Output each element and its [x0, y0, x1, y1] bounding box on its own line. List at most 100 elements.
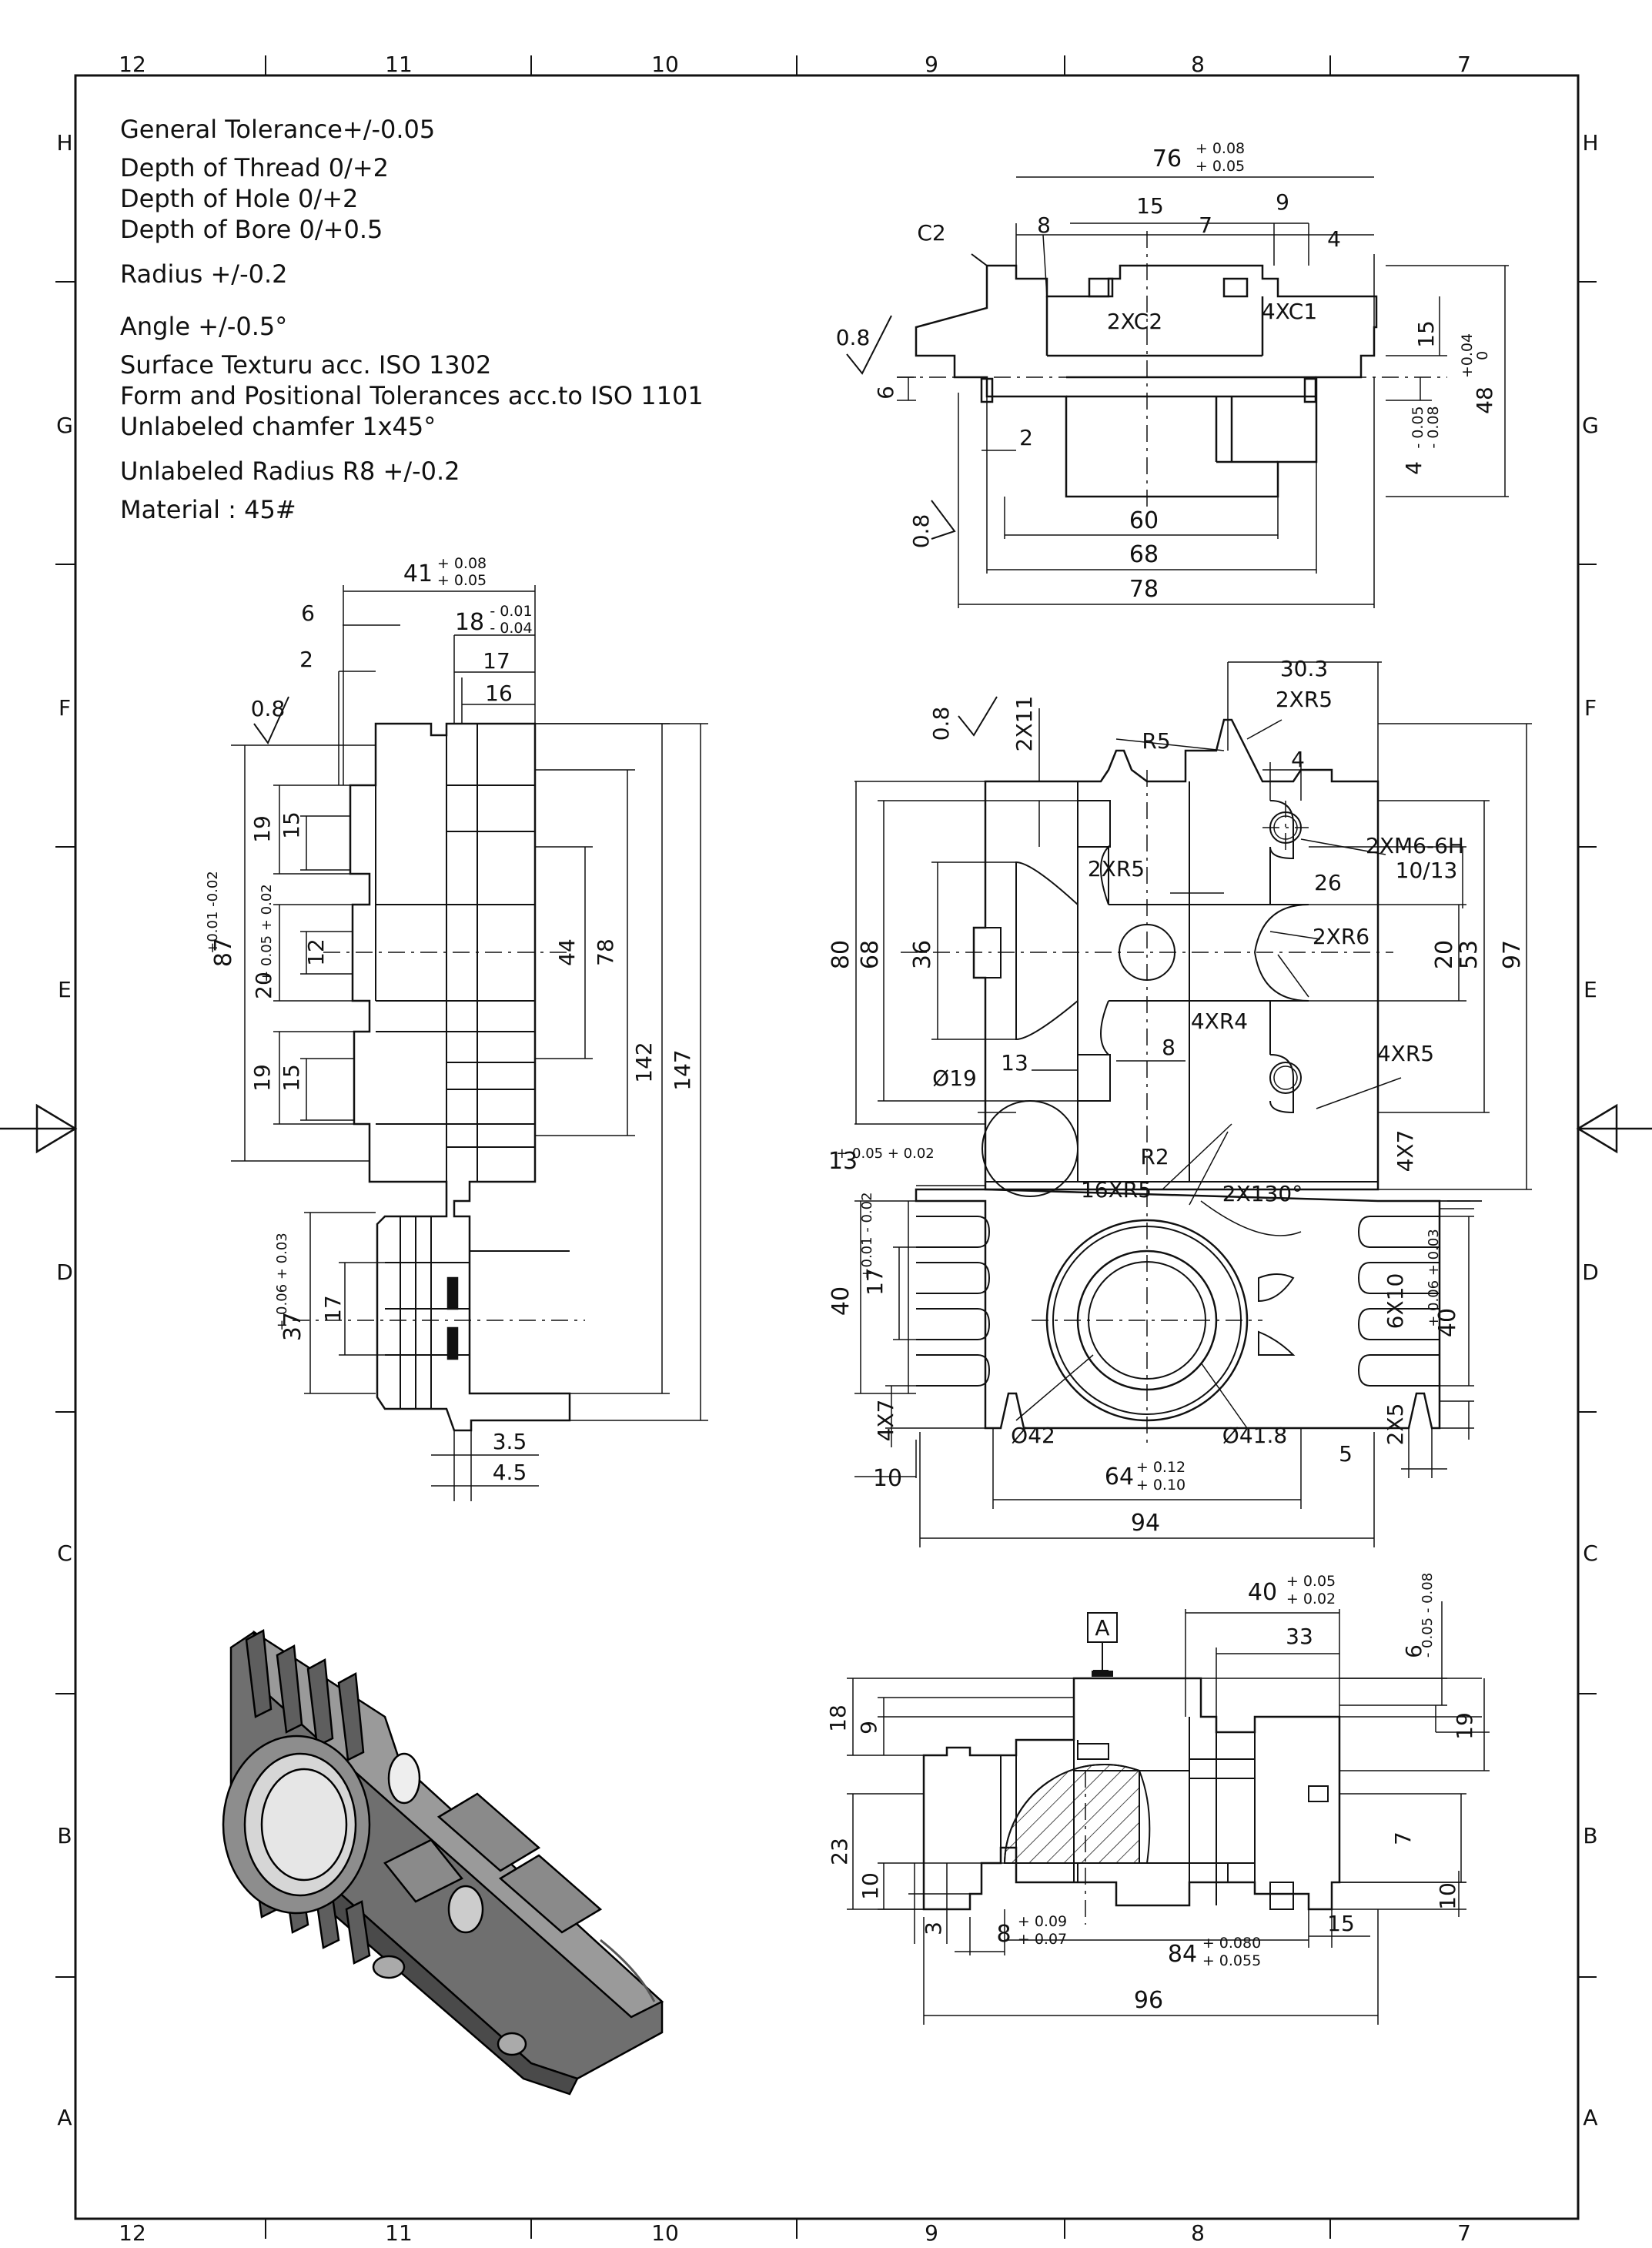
row-label: A — [1583, 2105, 1597, 2130]
tol: + 0.05 — [1196, 158, 1245, 175]
tol: - 0.01 — [490, 603, 532, 620]
chamfer: 2XC2 — [1107, 309, 1162, 334]
dim: 9 — [856, 1721, 881, 1735]
dim: Ø19 — [932, 1065, 977, 1091]
row-label: G — [1582, 413, 1599, 438]
tol: + 0.08 — [437, 555, 487, 572]
dim: 9 — [1276, 189, 1289, 215]
col-label: 11 — [385, 52, 413, 77]
row-label: A — [57, 2105, 72, 2130]
dim: 15 — [1136, 193, 1164, 219]
dim: R5 — [1142, 728, 1170, 754]
dim: 44 — [554, 938, 580, 966]
tol: + 0.07 — [1018, 1931, 1067, 1948]
tol: + 0.05 — [437, 572, 487, 589]
dim: 15 — [279, 811, 304, 839]
tol: + 0.08 — [1196, 140, 1245, 157]
dim: 19 — [249, 1064, 275, 1092]
dim: 78 — [593, 938, 618, 966]
roughness: 0.8 — [251, 696, 286, 721]
dim: 15 — [1413, 320, 1439, 348]
row-label: H — [56, 130, 72, 156]
row-label: D — [56, 1259, 73, 1285]
dim: 80 — [828, 940, 854, 969]
dim: 8 — [1162, 1035, 1175, 1060]
dim: 40 — [828, 1286, 854, 1316]
row-label: C — [1583, 1540, 1598, 1566]
dim: 60 — [1129, 507, 1159, 534]
dim: 10 — [1435, 1882, 1460, 1910]
row-label: E — [1583, 977, 1597, 1002]
note-depth-bore: Depth of Bore 0/+0.5 — [120, 215, 383, 244]
dim: 17 — [320, 1295, 346, 1323]
dim: 142 — [631, 1042, 657, 1082]
dim: Ø42 — [1011, 1423, 1055, 1448]
dim: 48 — [1472, 386, 1497, 414]
dim: 17 — [483, 648, 510, 674]
dim: 68 — [857, 940, 884, 969]
dim: 7 — [1390, 1832, 1416, 1845]
dim: 84 — [1168, 1941, 1197, 1968]
dim: 4 — [1291, 747, 1305, 772]
col-label: 12 — [119, 2220, 146, 2246]
note-depth-thread: Depth of Thread 0/+2 — [120, 153, 390, 182]
dim: 20 — [251, 972, 276, 999]
chamfer: 4XC1 — [1262, 299, 1317, 324]
dim: 6X10 — [1383, 1273, 1408, 1330]
tol: +0.04 — [1459, 333, 1476, 378]
dim: 8 — [1037, 212, 1051, 238]
dim: 41 — [403, 560, 433, 587]
dim: 8 — [996, 1921, 1011, 1948]
note-depth-hole: Depth of Hole 0/+2 — [120, 184, 359, 213]
side-view: 41 + 0.08 + 0.05 6 18 - 0.01 - 0.04 2 17… — [205, 555, 708, 1501]
tol: - 0.05 - 0.08 — [1420, 1573, 1436, 1658]
tol: + 0.080 — [1202, 1935, 1261, 1952]
dim: 19 — [249, 815, 275, 843]
dim: 2XM6-6H — [1366, 833, 1464, 858]
dim: Ø41.8 — [1222, 1423, 1287, 1448]
row-label: F — [59, 695, 71, 721]
row-label: D — [1582, 1259, 1599, 1285]
dim: 12 — [303, 938, 329, 966]
tol: + 0.10 — [1136, 1477, 1185, 1494]
dim: 2XR5 — [1276, 687, 1333, 712]
dim: 3 — [921, 1922, 946, 1935]
tol: + 0.06 + 0.03 — [274, 1233, 290, 1331]
col-label: 10 — [651, 52, 679, 77]
dim: R2 — [1140, 1144, 1169, 1169]
sheet-border — [0, 55, 1652, 2239]
dim: 26 — [1314, 870, 1342, 895]
bottom-view: A 40 + 0.05 + 0.02 33 6 - 0.05 - 0.08 18… — [825, 1573, 1490, 2025]
dim: 23 — [827, 1838, 852, 1865]
dim: 16 — [485, 681, 513, 706]
dim: 147 — [670, 1049, 695, 1090]
dim: 40 — [1248, 1579, 1277, 1606]
dim: 53 — [1456, 940, 1483, 969]
dim: 4 — [1327, 226, 1341, 252]
isometric-view — [222, 1628, 664, 2096]
tol: + 0.02 — [1286, 1591, 1336, 1607]
dim: 3.5 — [493, 1429, 527, 1454]
note-angle: Angle +/-0.5° — [120, 312, 288, 341]
dim: 19 — [1452, 1712, 1477, 1740]
col-label: 11 — [385, 2220, 413, 2246]
dim: 2XR5 — [1088, 856, 1145, 881]
dim: 6 — [301, 600, 315, 626]
col-label: 8 — [1191, 52, 1205, 77]
dim: 13 — [1001, 1050, 1028, 1075]
dim: 10/13 — [1396, 858, 1458, 883]
dim: 4 — [1401, 461, 1426, 475]
dim: 30.3 — [1280, 656, 1328, 681]
dim: 96 — [1134, 1987, 1163, 2014]
col-label: 9 — [925, 52, 938, 77]
datum-label: A — [1095, 1615, 1109, 1641]
row-label: H — [1582, 130, 1598, 156]
col-label: 8 — [1191, 2220, 1205, 2246]
row-label: C — [57, 1540, 72, 1566]
tol: + 0.09 — [1018, 1913, 1067, 1930]
note-surface-texture: Surface Texturu acc. ISO 1302 — [120, 350, 492, 380]
dim: 4X7 — [1393, 1130, 1418, 1173]
dim: 4XR5 — [1377, 1041, 1434, 1066]
dim: 15 — [279, 1064, 304, 1092]
dim: 5 — [1339, 1441, 1353, 1467]
